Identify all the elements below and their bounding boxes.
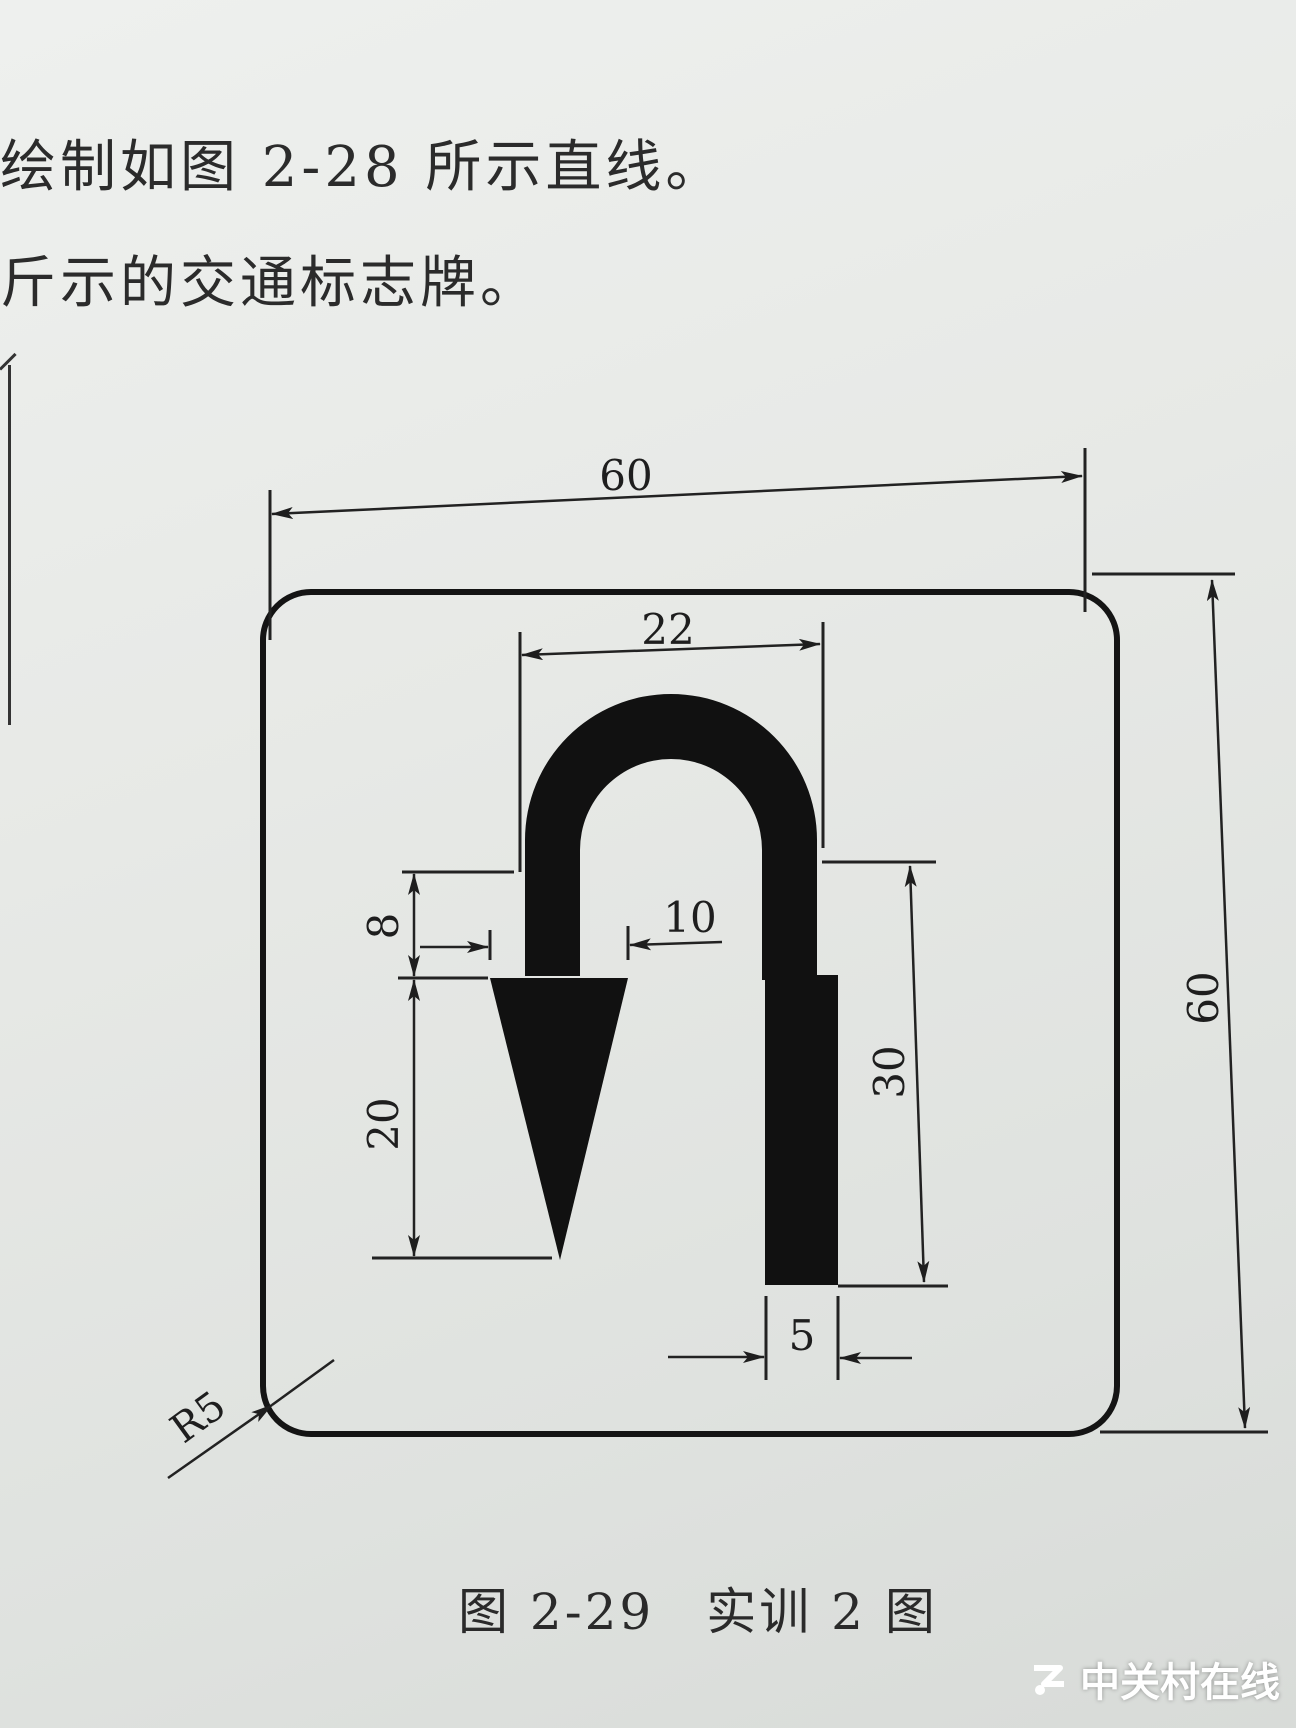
dim-line-arch [521,638,821,661]
arrow-head [490,978,628,1260]
dim-line-radius-ext [271,1358,335,1407]
dim-line-leg [904,865,930,1283]
intro-text-line-1: 绘制如图 2-28 所示直线。 [0,135,726,200]
dim-label-leg-length: 30 [865,1045,914,1098]
dim-line-height [1206,579,1251,1429]
caption-number: 图 2-29 [458,1583,655,1641]
dim-label-overall-height: 60 [1179,971,1228,1024]
figure-caption: 图 2-29 实训 2 图 [458,1572,938,1644]
watermark: 中关村在线 [1030,1650,1280,1708]
dim-label-arch-width: 22 [641,605,694,654]
dim-label-radius: R5 [162,1383,234,1453]
dim-label-arrow-width: 10 [663,893,716,942]
right-leg [765,975,838,1285]
watermark-text: 中关村在线 [1080,1660,1280,1706]
dim-label-offset: 8 [359,913,408,940]
dim-line-width [271,470,1083,520]
dim-label-stroke-width: 5 [789,1311,816,1360]
u-turn-arch [525,694,817,980]
dim-label-overall-width: 60 [599,451,652,500]
intro-text-line-2: 斤示的交通标志牌。 [0,251,540,316]
margin-bar [8,365,11,725]
sign-outline [260,589,1120,1437]
zol-logo-icon [1034,1665,1064,1695]
dim-line-arrow-width-right [629,938,723,951]
caption-title: 实训 2 图 [706,1583,938,1641]
dim-line-radius [167,1403,273,1480]
dim-label-arrow-length: 20 [359,1097,408,1150]
